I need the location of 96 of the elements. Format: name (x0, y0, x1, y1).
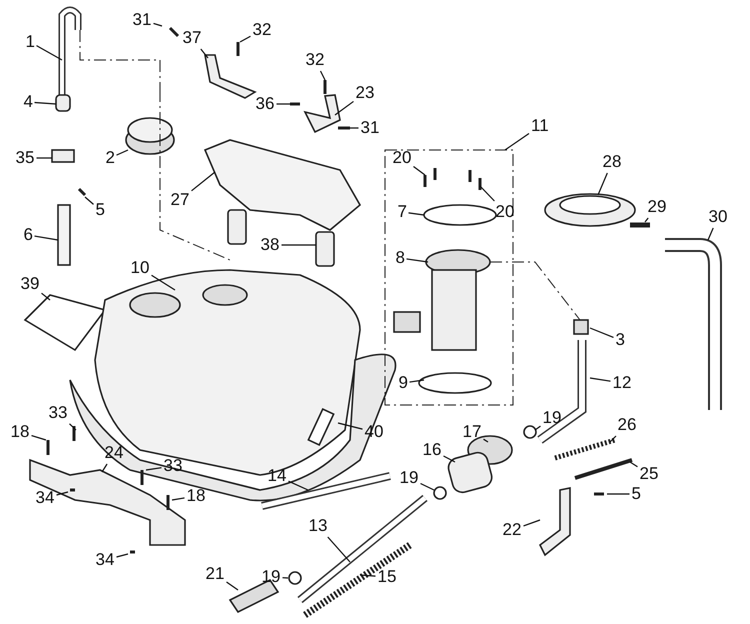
callout-number: 1 (26, 33, 35, 51)
callout-number: 22 (502, 521, 522, 539)
callout-number: 20 (392, 149, 412, 167)
leader-line (327, 536, 350, 562)
leader-line (707, 228, 714, 240)
leader-line (334, 100, 354, 116)
callout-number: 28 (602, 153, 622, 171)
leader-line (420, 482, 434, 491)
leader-line (590, 327, 614, 338)
leader-line (630, 462, 638, 468)
leader-line (288, 480, 308, 491)
leader-line (350, 127, 358, 129)
leader-line (146, 467, 162, 471)
leader-line (360, 574, 376, 577)
callout-number: 5 (96, 201, 105, 219)
leader-line (480, 186, 495, 202)
leader-line (34, 102, 56, 105)
callout-number: 36 (256, 95, 274, 113)
leader-line (172, 497, 185, 501)
leader-line (41, 292, 50, 300)
leader-line (116, 149, 128, 156)
callout-number: 11 (531, 117, 549, 135)
callout-number: 39 (20, 275, 40, 293)
callout-number: 10 (130, 259, 150, 277)
callout-number: 38 (260, 236, 280, 254)
callout-number: 19 (542, 409, 562, 427)
leader-line (408, 212, 424, 216)
callout-number: 31 (360, 119, 380, 137)
callout-number: 19 (400, 469, 418, 487)
callout-number: 34 (36, 489, 54, 507)
leader-line (523, 519, 540, 526)
leader-line (31, 434, 46, 441)
leader-line (151, 274, 176, 290)
callout-number: 18 (10, 423, 30, 441)
leader-line (69, 423, 76, 430)
callout-number: 26 (618, 416, 636, 434)
callout-number: 35 (16, 149, 34, 167)
leader-line (320, 70, 326, 80)
callout-number: 5 (632, 485, 641, 503)
callout-number: 19 (262, 568, 280, 586)
leader-line (153, 22, 162, 27)
callout-number: 23 (356, 84, 374, 102)
leader-line (590, 377, 611, 382)
callout-number: 13 (308, 517, 328, 535)
leader-line (200, 48, 208, 58)
callout-number: 7 (398, 203, 407, 221)
leader-line (413, 166, 426, 176)
callout-number: 27 (170, 191, 190, 209)
leader-line (483, 438, 488, 442)
leader-line (409, 379, 424, 383)
leader-line (610, 436, 616, 442)
callout-number: 29 (648, 198, 666, 216)
leader-line (191, 172, 216, 192)
leader-line (607, 493, 630, 495)
leader-line (597, 172, 608, 196)
callout-number: 9 (398, 374, 408, 392)
callout-number: 4 (24, 93, 33, 111)
callout-number: 32 (252, 21, 272, 39)
leader-line (406, 258, 428, 263)
callout-number: 25 (640, 465, 658, 483)
callout-number: 31 (132, 11, 152, 29)
callout-number: 17 (462, 423, 482, 441)
callout-number: 30 (708, 208, 728, 226)
leader-line (226, 582, 238, 590)
callout-number: 20 (496, 203, 514, 221)
leader-line (36, 157, 52, 159)
leader-line (56, 491, 68, 496)
callout-number: 34 (96, 551, 114, 569)
leader-line (644, 218, 649, 222)
leader-line (102, 464, 108, 472)
leader-line (504, 133, 530, 150)
leader-line (116, 553, 128, 558)
callout-number: 33 (48, 404, 68, 422)
callout-number: 24 (104, 444, 124, 462)
leader-line (282, 244, 316, 246)
leader-line (282, 577, 288, 579)
callout-number: 16 (422, 441, 442, 459)
leader-line (443, 455, 456, 463)
callout-number: 15 (378, 568, 396, 586)
callout-number: 37 (182, 29, 202, 47)
leader-line (534, 426, 541, 430)
leader-line (240, 36, 251, 43)
callout-number: 18 (186, 487, 206, 505)
leader-line (338, 422, 363, 430)
callout-number: 32 (306, 51, 324, 69)
leader-line (84, 196, 94, 205)
callout-number: 3 (616, 331, 625, 349)
callout-number: 2 (106, 149, 115, 167)
callout-number: 21 (206, 565, 224, 583)
callout-number: 8 (396, 249, 405, 267)
leader-line (276, 103, 290, 105)
leader-line (34, 236, 58, 241)
leader-line (36, 45, 62, 61)
callout-number: 6 (24, 226, 33, 244)
callout-number: 14 (268, 467, 286, 485)
callout-number: 12 (612, 374, 632, 392)
